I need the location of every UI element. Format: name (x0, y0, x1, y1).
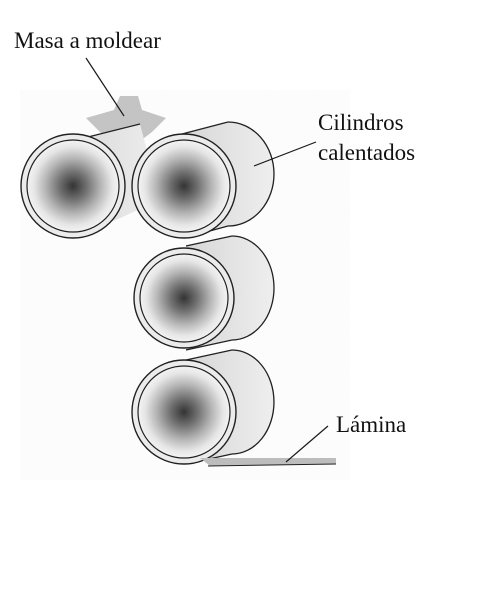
label-cylinders-line1: Cilindros (318, 110, 404, 135)
label-mass: Masa a moldear (14, 28, 161, 53)
label-sheet: Lámina (336, 412, 406, 437)
leader-sheet (285, 425, 329, 463)
leader-mass (85, 57, 125, 117)
label-cylinders-line2: calentados (318, 140, 415, 165)
leader-cylinders (253, 141, 317, 167)
